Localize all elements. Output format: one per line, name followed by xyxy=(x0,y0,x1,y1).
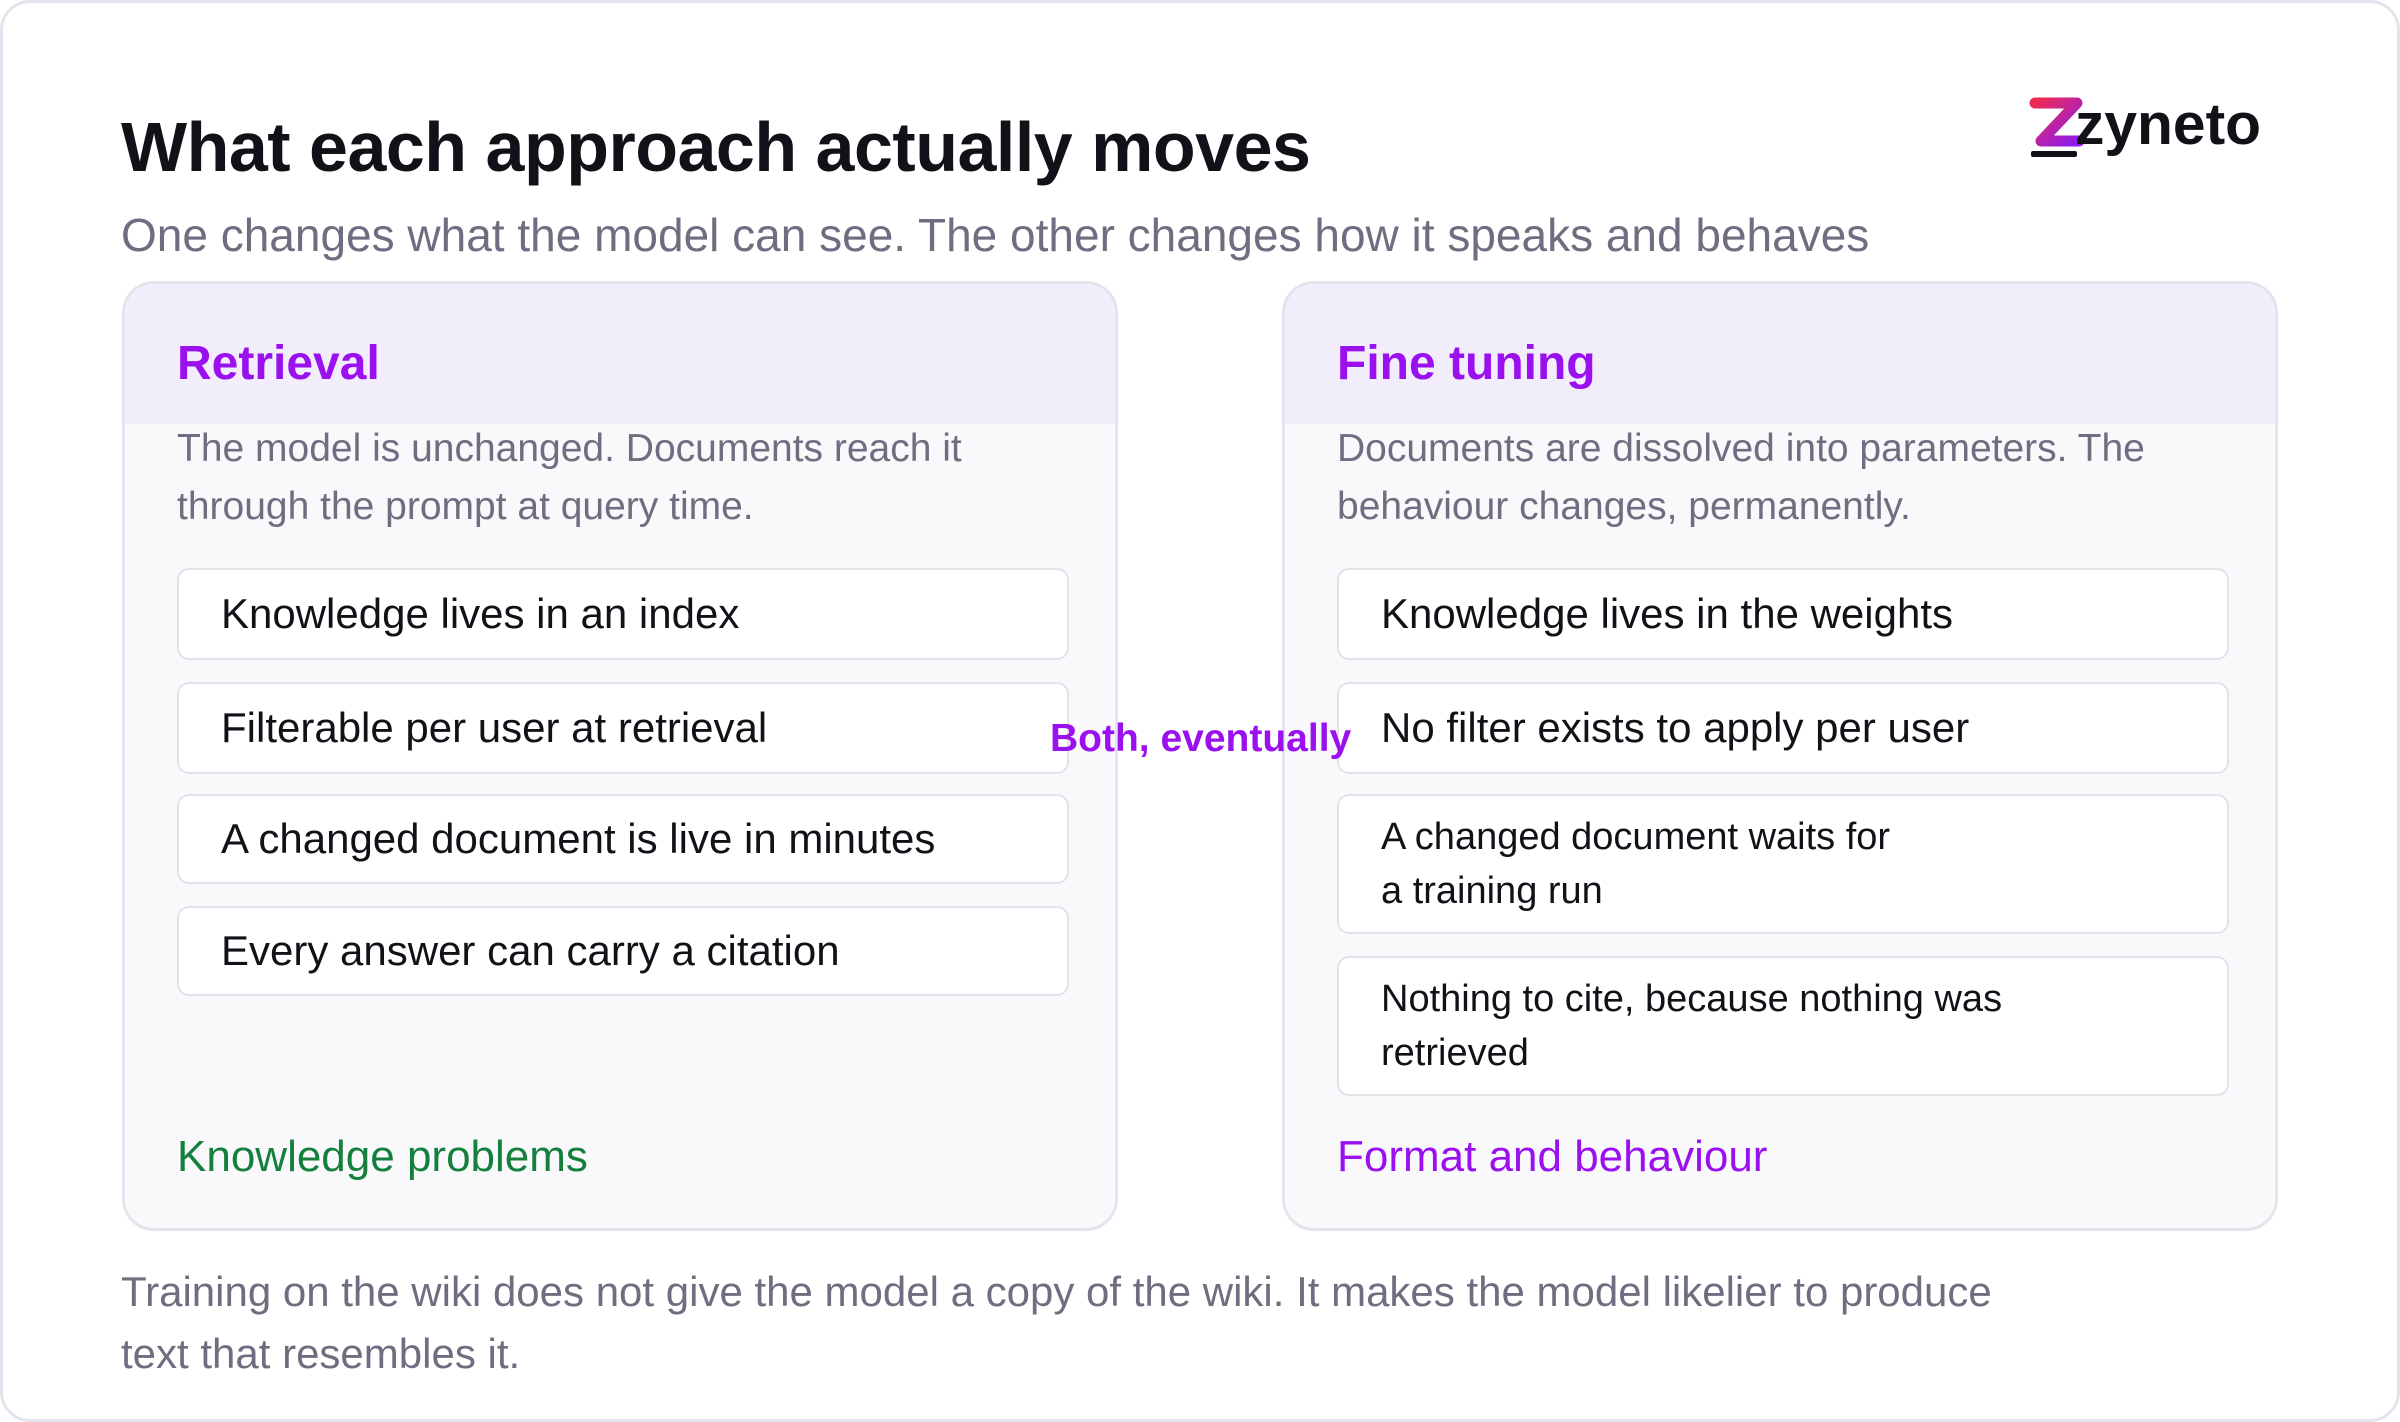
fine-tuning-card-footer: Format and behaviour xyxy=(1337,1132,1768,1181)
list-item: Every answer can carry a citation xyxy=(177,906,1069,996)
list-item: Nothing to cite, because nothing was ret… xyxy=(1337,956,2229,1096)
list-item: Knowledge lives in the weights xyxy=(1337,568,2229,660)
list-item-text: Nothing to cite, because nothing was ret… xyxy=(1381,978,2003,1074)
list-item-text: Knowledge lives in an index xyxy=(221,590,740,637)
fine-tuning-card: Fine tuning Documents are dissolved into… xyxy=(1282,281,2278,1231)
retrieval-card-footer: Knowledge problems xyxy=(177,1132,588,1181)
footer-note: Training on the wiki does not give the m… xyxy=(121,1268,1992,1377)
zyneto-logo: zyneto xyxy=(2029,89,2271,169)
list-item: Filterable per user at retrieval xyxy=(177,682,1069,774)
fine-tuning-card-header xyxy=(1285,284,2275,424)
retrieval-card-description: The model is unchanged. Documents reach … xyxy=(177,427,962,528)
retrieval-card-header xyxy=(125,284,1115,424)
page-title: What each approach actually moves xyxy=(121,108,1311,186)
list-item: Knowledge lives in an index xyxy=(177,568,1069,660)
retrieval-card: Retrieval The model is unchanged. Docume… xyxy=(122,281,1118,1231)
list-item-text: Filterable per user at retrieval xyxy=(221,704,768,751)
page-subtitle: One changes what the model can see. The … xyxy=(121,209,1870,261)
list-item: A changed document is live in minutes xyxy=(177,794,1069,884)
list-item-text: Knowledge lives in the weights xyxy=(1381,590,1954,637)
logo-wordmark: zyneto xyxy=(2075,92,2261,157)
fine-tuning-card-title: Fine tuning xyxy=(1337,337,1596,390)
list-item: A changed document waits for a training … xyxy=(1337,794,2229,934)
fine-tuning-card-description: Documents are dissolved into parameters.… xyxy=(1337,427,2145,528)
retrieval-card-title: Retrieval xyxy=(177,337,380,390)
list-item-text: A changed document waits for a training … xyxy=(1381,816,1891,912)
list-item-text: A changed document is live in minutes xyxy=(221,815,936,862)
list-item-text: No filter exists to apply per user xyxy=(1381,704,1970,751)
list-item-text: Every answer can carry a citation xyxy=(221,927,840,974)
center-overlap-label: Both, eventually xyxy=(1050,717,1352,760)
list-item: No filter exists to apply per user xyxy=(1337,682,2229,774)
zyneto-logo-mark: zyneto xyxy=(2029,92,2261,157)
